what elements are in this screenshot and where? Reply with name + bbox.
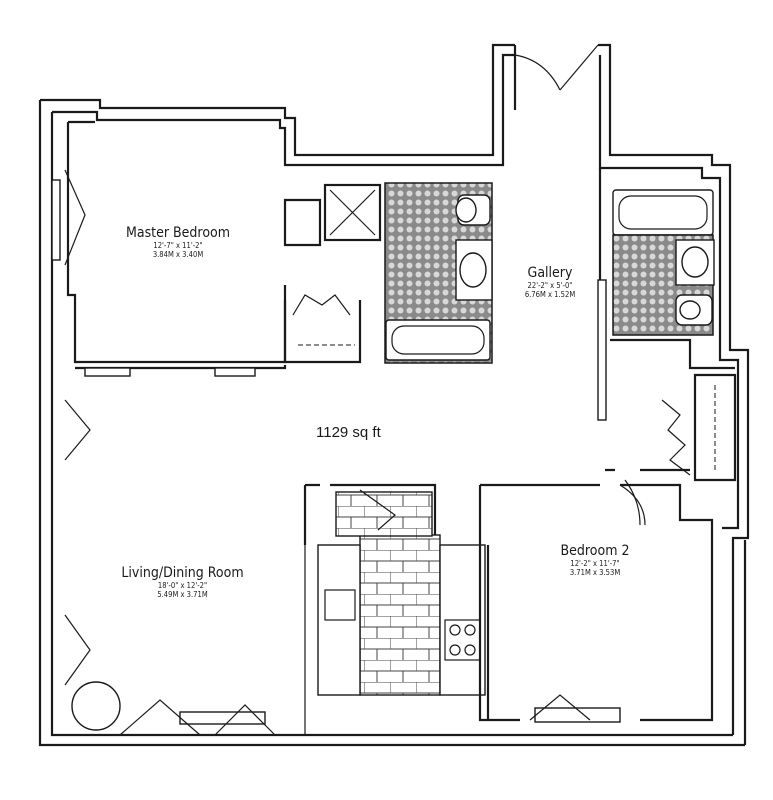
living-dining-name: Living/Dining Room <box>121 565 244 581</box>
master-bedroom-walls <box>66 120 362 377</box>
area-label: 1129 sq ft <box>316 424 381 441</box>
master-bedroom-label: Master Bedroom 12'-7" x 11'-2" 3.84M x 3… <box>98 225 258 259</box>
living-dining-label: Living/Dining Room 18'-0" x 12'-2" 5.49M… <box>95 565 270 599</box>
kitchen <box>303 483 486 735</box>
gallery-closet <box>605 373 737 526</box>
master-bedroom-dim-metric: 3.84M x 3.40M <box>152 250 204 259</box>
master-bedroom-dim-imperial: 12'-7" x 11'-2" <box>153 241 203 250</box>
exterior-walls <box>38 43 750 747</box>
bedroom-2-walls <box>478 483 714 723</box>
bedroom-2-name: Bedroom 2 <box>560 543 630 559</box>
second-bath <box>610 189 735 370</box>
living-dining-dim-imperial: 18'-0" x 12'-2" <box>157 581 208 590</box>
master-bath <box>323 182 493 364</box>
living-dining-dim-metric: 5.49M x 3.71M <box>157 590 208 599</box>
bedroom-2-label: Bedroom 2 12'-2" x 11'-7" 3.71M x 3.53M <box>540 543 650 577</box>
gallery-name: Gallery <box>527 265 573 281</box>
gallery-dim-metric: 6.76M x 1.52M <box>524 290 576 299</box>
gallery-label: Gallery 22'-2" x 5'-0" 6.76M x 1.52M <box>505 265 595 299</box>
bedroom-2-dim-metric: 3.71M x 3.53M <box>569 568 621 577</box>
gallery-dim-imperial: 22'-2" x 5'-0" <box>527 281 573 290</box>
gallery-walls <box>513 44 607 421</box>
bedroom-2-dim-imperial: 12'-2" x 11'-7" <box>570 559 620 568</box>
master-bedroom-name: Master Bedroom <box>125 225 231 241</box>
living-dining-details <box>51 160 276 736</box>
